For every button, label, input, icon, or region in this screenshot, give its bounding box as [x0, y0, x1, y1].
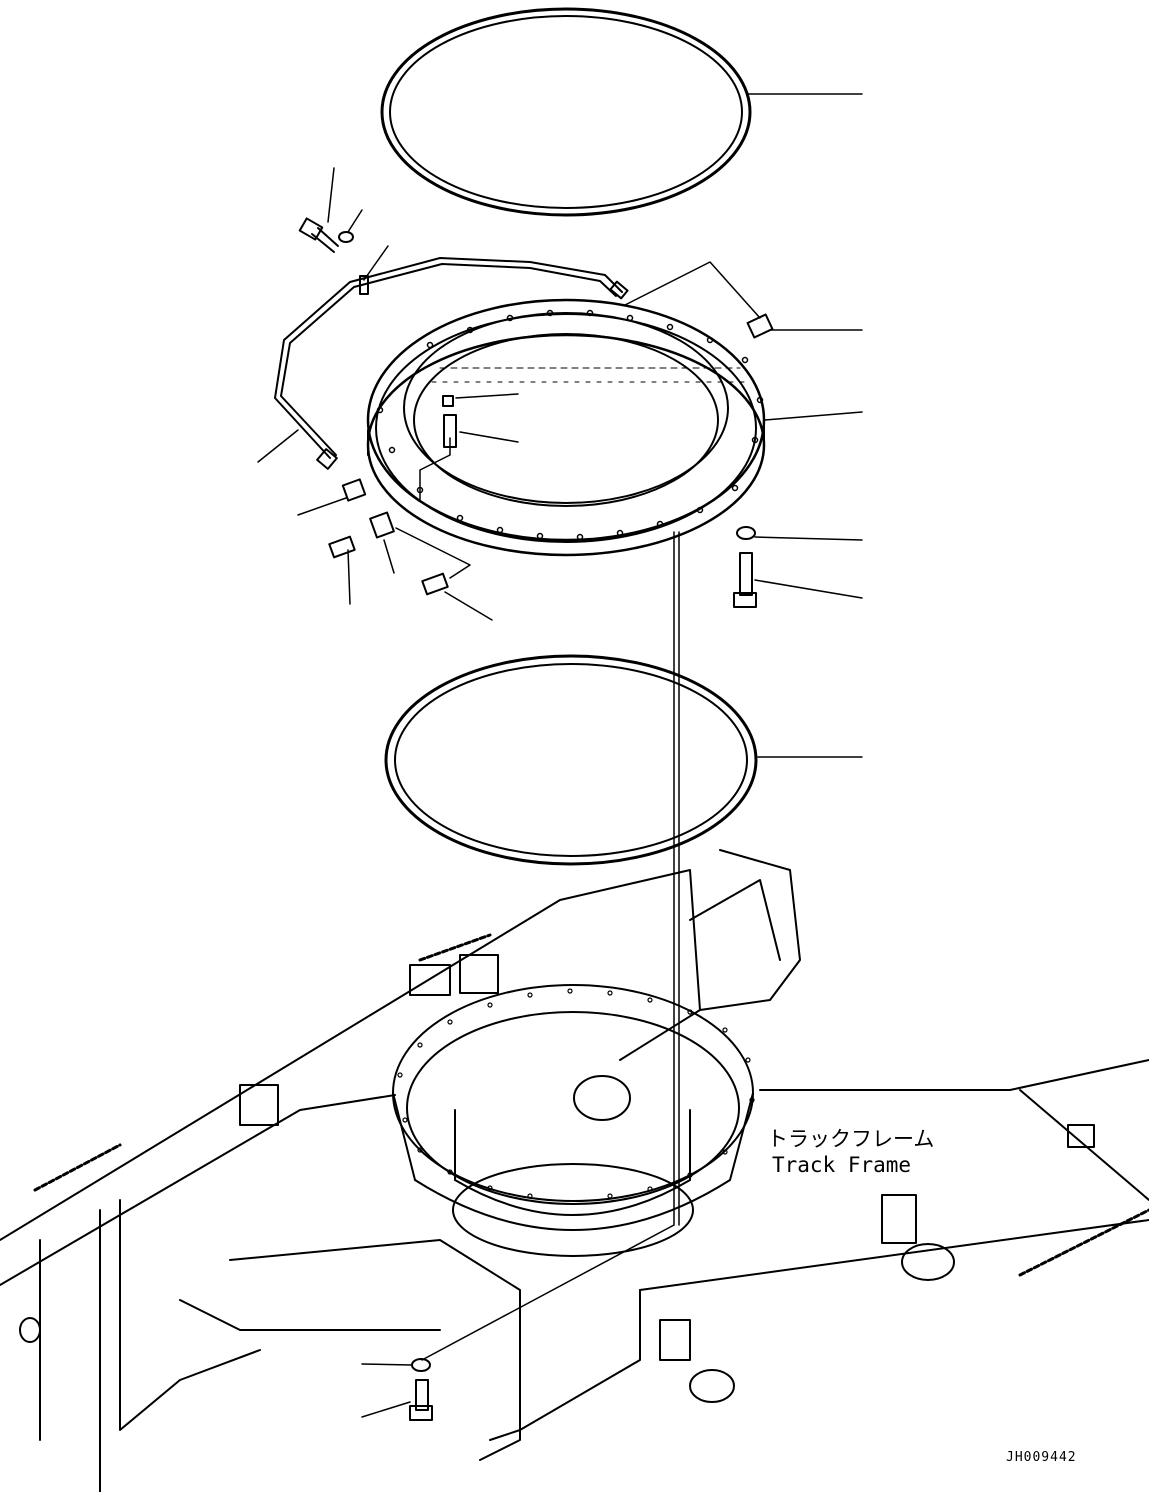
track-frame-label-jp: トラックフレーム: [767, 1127, 934, 1151]
grease-tube: [274, 257, 629, 470]
top-seal-ring: [380, 7, 752, 217]
swing-circle-bearing: [366, 298, 766, 557]
track-frame-label-en: Track Frame: [772, 1153, 911, 1177]
guide-lines: [395, 261, 761, 1361]
bottom-seal-ring: [384, 654, 758, 866]
fittings: [298, 217, 774, 1421]
drawing-code: JH009442: [1006, 1450, 1077, 1465]
track-frame: [0, 849, 1149, 1492]
bolt-holes: [376, 309, 764, 541]
leader-lines: [257, 93, 863, 1418]
